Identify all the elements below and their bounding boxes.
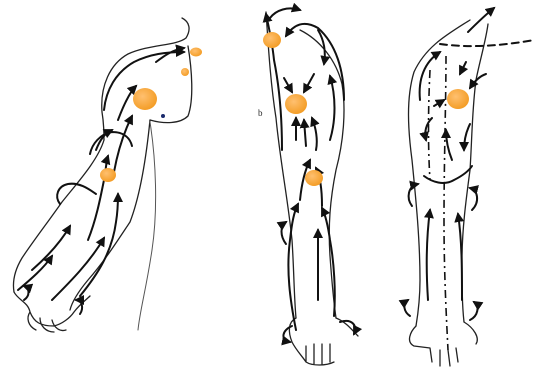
flow-line: [330, 76, 335, 140]
lymph-node: [100, 168, 116, 182]
hand-outline: [410, 322, 478, 366]
flow-line: [468, 8, 494, 32]
arm-outer-contour: [266, 12, 296, 318]
flow-line: [446, 130, 452, 160]
flow-line: [322, 208, 335, 316]
midline-dashdot: [429, 70, 431, 180]
flow-line: [460, 62, 466, 74]
lymph-node: [190, 48, 202, 57]
lymph-node: [305, 170, 323, 186]
flow-line: [404, 300, 410, 316]
flow-line: [284, 78, 292, 92]
flow-line: [464, 124, 470, 150]
flow-line: [427, 210, 430, 300]
lymph-node: [263, 32, 281, 48]
flow-line: [24, 286, 29, 300]
flow-line: [304, 74, 314, 92]
flow-line: [312, 118, 317, 150]
arm-anterior-view: b: [258, 8, 358, 365]
lymph-node: [133, 88, 157, 110]
arm-lateral-view: [13, 18, 202, 332]
flow-line: [470, 302, 477, 320]
lymph-node: [447, 89, 469, 109]
flow-line: [286, 24, 344, 100]
annotation-label: b: [258, 108, 263, 118]
flow-line: [470, 74, 486, 88]
lymph-node: [181, 68, 189, 76]
flow-line: [52, 238, 104, 300]
arm-posterior-view: [404, 8, 534, 366]
hand-outline: [289, 318, 358, 365]
flow-line: [409, 184, 418, 206]
flow-line: [156, 48, 184, 62]
arm-outer-contour: [13, 140, 104, 292]
flow-line: [470, 188, 477, 210]
marker-dot: [161, 114, 165, 118]
flow-line: [424, 166, 472, 183]
arm-outer-contour: [409, 20, 471, 326]
arm-inner-contour: [70, 120, 150, 310]
flow-line: [114, 116, 132, 172]
torso-side-line: [138, 122, 156, 330]
flow-line: [118, 86, 136, 120]
flow-line: [282, 222, 287, 244]
flow-line: [340, 321, 355, 334]
chest-outline: [150, 46, 192, 123]
flow-line: [32, 226, 70, 270]
flow-line: [458, 214, 462, 300]
flow-line: [434, 100, 444, 106]
flow-line: [304, 120, 306, 146]
dashed-boundary-line: [440, 40, 534, 46]
flow-line: [270, 8, 300, 18]
flow-line: [18, 256, 52, 290]
lymph-node: [285, 94, 307, 114]
